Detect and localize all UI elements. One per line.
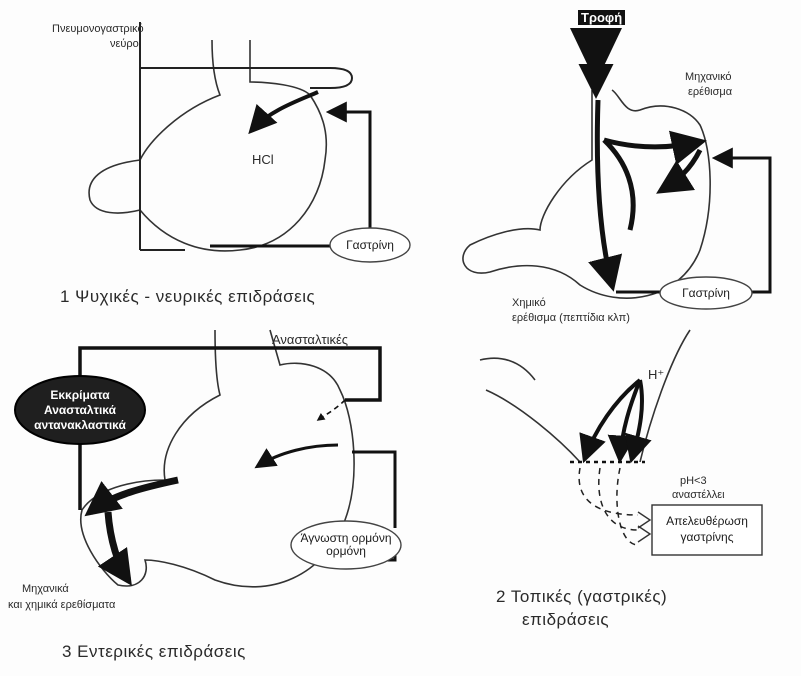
panel3-stimuli-line2: και χημικά ερεθίσματα <box>8 600 115 611</box>
panel2-ph-line1: pH<3 <box>680 476 707 487</box>
panel-tr-food-funnel <box>570 28 622 70</box>
panel-tr-food-label: Τροφή <box>578 10 625 25</box>
panel-tr-stomach <box>463 90 710 298</box>
panel1-stomach <box>89 40 326 251</box>
panel3-stimuli-line1: Μηχανικά <box>22 584 69 595</box>
panel2-release-line2: γαστρίνης <box>652 529 762 545</box>
panel-tr-internal-arrows <box>597 100 700 285</box>
panel-tr-gastrin-loop <box>616 158 770 292</box>
panel3-dark-oval-line1: Εκκρίματα <box>18 388 142 403</box>
panel2-release-line1: Απελευθέρωση <box>652 513 762 529</box>
panel1-gastrin-loop <box>210 112 370 246</box>
panel1-nerve-label-line2: νεύρο <box>110 39 139 50</box>
panel1-hcl-label: HCl <box>252 153 274 166</box>
panel3-inhibitory-label: Ανασταλτικές <box>272 333 348 346</box>
panel-tr-gastrin-label: Γαστρίνη <box>660 287 752 300</box>
panel3-dark-oval-line3: αντανακλαστικά <box>18 418 142 433</box>
panel-tr-mechanical-line1: Μηχανικό <box>685 72 732 83</box>
panel3-hormone-text: Άγνωστη ορμόνη ορμόνη <box>292 532 400 558</box>
panel2-stomach-segment <box>480 330 690 462</box>
panel3-duodenum-arrows <box>90 480 178 580</box>
panel1-caption: 1 Ψυχικές - νευρικές επιδράσεις <box>60 288 315 305</box>
panel1-hcl-arrow <box>252 92 318 130</box>
panel2-release-text: Απελευθέρωση γαστρίνης <box>652 513 762 545</box>
panel3-dark-oval-line2: Ανασταλτικά <box>18 403 142 418</box>
panel3-dark-oval-text: Εκκρίματα Ανασταλτικά αντανακλαστικά <box>18 388 142 433</box>
panel3-hormone-line2: ορμόνη <box>292 545 400 558</box>
panel2-ph-line2: αναστέλλει <box>672 490 725 501</box>
panel-tr-chemical-line2: ερέθισμα (πεπτίδια κλπ) <box>512 313 630 324</box>
panel1-nerve-pathway <box>140 22 352 250</box>
panel3-internal-arrow <box>258 445 338 466</box>
panel2-h-label: H⁺ <box>648 368 664 381</box>
panel-tr-mechanical-line2: ερέθισμα <box>688 87 732 98</box>
panel2-h-arrows <box>585 380 642 458</box>
panel2-caption-line1: 2 Τοπικές (γαστρικές) <box>496 588 667 605</box>
panel1-gastrin-label: Γαστρίνη <box>330 239 410 252</box>
panel2-caption-line2: επιδράσεις <box>522 611 609 628</box>
panel2-dashed-paths <box>579 468 638 545</box>
panel3-caption: 3 Εντερικές επιδράσεις <box>62 643 246 660</box>
panel1-nerve-label-line1: Πνευμονογαστρικό <box>52 24 144 35</box>
panel-tr-chemical-line1: Χημικό <box>512 298 546 309</box>
